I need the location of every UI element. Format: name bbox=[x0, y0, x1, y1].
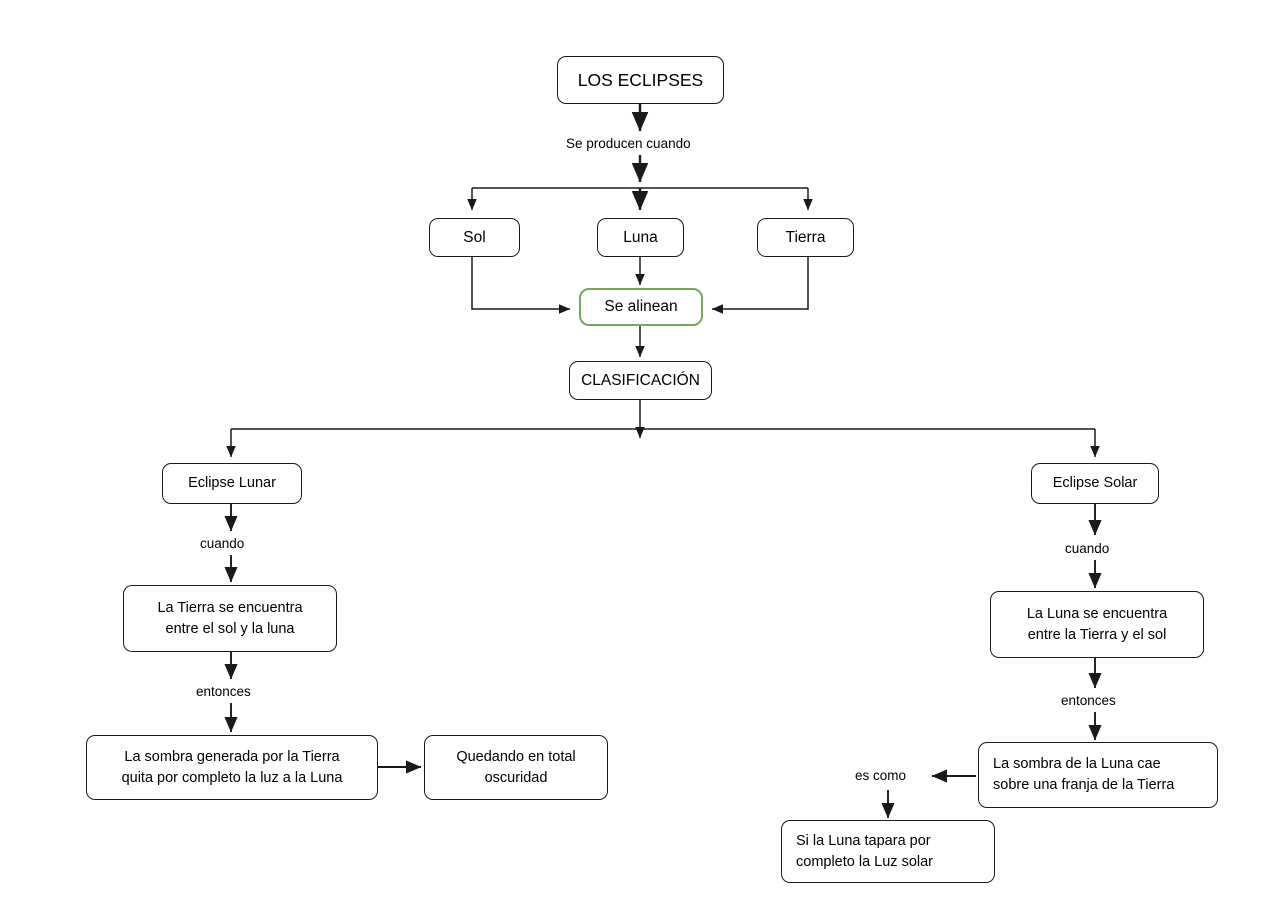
node-eclipse-lunar[interactable]: Eclipse Lunar bbox=[162, 463, 302, 504]
node-quedando-oscuridad[interactable]: Quedando en total oscuridad bbox=[424, 735, 608, 800]
edge-label-entonces-left-text: entonces bbox=[196, 684, 251, 699]
node-si-luna-tapara-label: Si la Luna tapara por completo la Luz so… bbox=[796, 832, 934, 870]
node-tierra-entre-sol-luna[interactable]: La Tierra se encuentra entre el sol y la… bbox=[123, 585, 337, 652]
edge-label-se-producen-cuando-text: Se producen cuando bbox=[566, 136, 691, 151]
node-sombra-tierra-label: La sombra generada por la Tierra quita p… bbox=[121, 748, 343, 786]
node-los-eclipses-label: LOS ECLIPSES bbox=[577, 69, 704, 90]
node-eclipse-lunar-label: Eclipse Lunar bbox=[188, 475, 276, 492]
node-sombra-luna-franja-label: La sombra de la Luna cae sobre una franj… bbox=[993, 756, 1175, 793]
edge-sol-to-alinean bbox=[471, 257, 571, 314]
node-clasificacion[interactable]: CLASIFICACIÓN bbox=[569, 361, 712, 400]
node-sombra-luna-franja[interactable]: La sombra de la Luna cae sobre una franj… bbox=[978, 742, 1218, 808]
edge-label-entonces-right: entonces bbox=[1061, 693, 1116, 709]
edge-label-es-como: es como bbox=[855, 768, 907, 784]
edge-label-cuando-left: cuando bbox=[200, 536, 245, 552]
node-clasificacion-label: CLASIFICACIÓN bbox=[581, 371, 700, 389]
node-los-eclipses[interactable]: LOS ECLIPSES bbox=[557, 56, 724, 104]
node-sombra-tierra[interactable]: La sombra generada por la Tierra quita p… bbox=[86, 735, 378, 800]
edge-label-cuando-right-text: cuando bbox=[1065, 541, 1110, 556]
edge-label-cuando-right: cuando bbox=[1065, 541, 1110, 557]
node-sol[interactable]: Sol bbox=[429, 218, 520, 257]
edge-label-es-como-text: es como bbox=[855, 768, 907, 783]
node-si-luna-tapara[interactable]: Si la Luna tapara por completo la Luz so… bbox=[781, 820, 995, 883]
node-tierra-entre-sol-luna-label: La Tierra se encuentra entre el sol y la… bbox=[157, 599, 303, 637]
node-se-alinean[interactable]: Se alinean bbox=[579, 288, 703, 326]
edge-label-entonces-left: entonces bbox=[196, 684, 251, 700]
node-luna-entre-tierra-sol-label: La Luna se encuentra entre la Tierra y e… bbox=[1026, 605, 1168, 643]
node-eclipse-solar-label: Eclipse Solar bbox=[1052, 475, 1138, 492]
node-eclipse-solar[interactable]: Eclipse Solar bbox=[1031, 463, 1159, 504]
node-quedando-oscuridad-label: Quedando en total oscuridad bbox=[456, 748, 576, 786]
edge-label-se-producen-cuando: Se producen cuando bbox=[566, 136, 691, 152]
node-tierra-label: Tierra bbox=[785, 228, 826, 246]
edge-tierra-to-alinean bbox=[711, 257, 809, 314]
node-se-alinean-label: Se alinean bbox=[604, 298, 678, 315]
edge-label-entonces-right-text: entonces bbox=[1061, 693, 1116, 708]
edge-label-cuando-left-text: cuando bbox=[200, 536, 245, 551]
node-tierra[interactable]: Tierra bbox=[757, 218, 854, 257]
node-luna-entre-tierra-sol[interactable]: La Luna se encuentra entre la Tierra y e… bbox=[990, 591, 1204, 658]
node-luna-label: Luna bbox=[623, 228, 658, 246]
node-luna[interactable]: Luna bbox=[597, 218, 684, 257]
node-sol-label: Sol bbox=[463, 228, 486, 246]
